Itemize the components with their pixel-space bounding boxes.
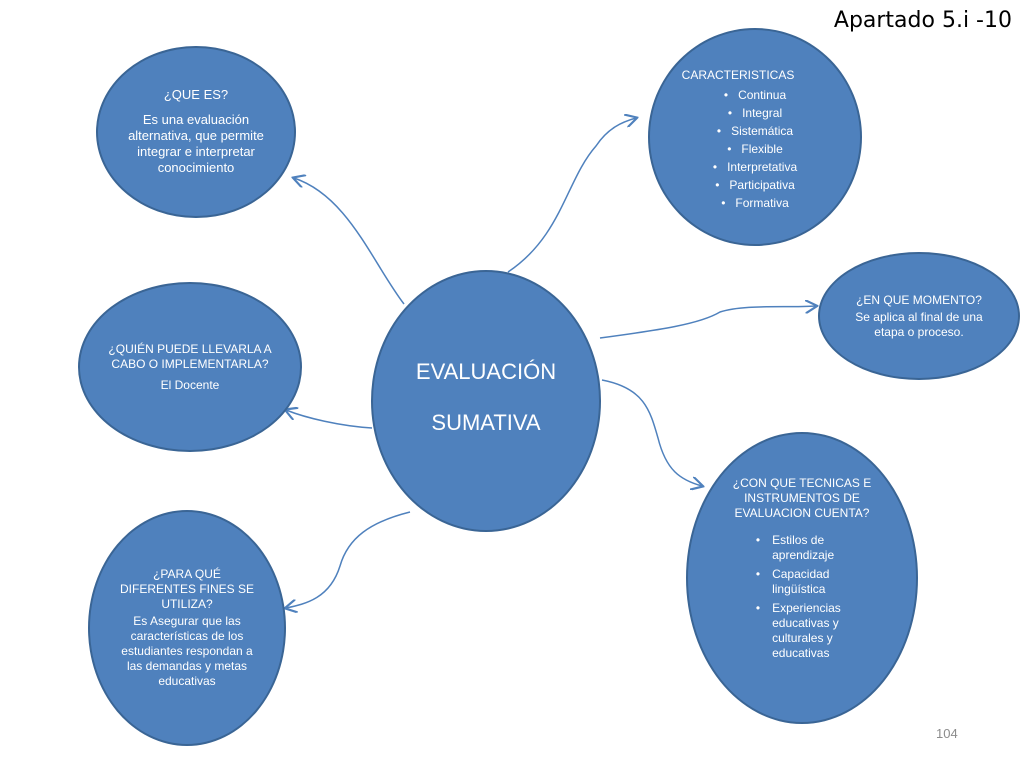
connector-momento <box>599 306 816 339</box>
connector-quien <box>286 410 373 429</box>
tecnica-item-text: Capacidad lingüística <box>772 567 830 596</box>
node-tecnicas: ¿CON QUE TECNICAS E INSTRUMENTOS DE EVAL… <box>686 432 918 724</box>
caracteristica-item: Flexible <box>713 142 797 157</box>
node-que-es-title: ¿QUE ES? <box>163 87 229 103</box>
node-que-es-body: Es una evaluación alternativa, que permi… <box>128 111 264 176</box>
node-caracteristicas-title: CARACTERISTICAS <box>681 68 795 82</box>
node-fines-body: Es Asegurar que las características de l… <box>121 614 253 688</box>
tecnica-item-text: Estilos de aprendizaje <box>772 533 835 562</box>
connector-que-es <box>294 178 405 305</box>
node-momento-title: ¿EN QUE MOMENTO? <box>856 292 982 307</box>
connector-caracteristicas <box>507 118 636 273</box>
caracteristica-item: Sistemática <box>713 124 797 139</box>
connector-fines <box>286 511 411 608</box>
central-title-line2: SUMATIVA <box>431 410 541 435</box>
node-momento-body: Se aplica al final de una etapa o proces… <box>855 309 983 339</box>
page-number: 104 <box>936 726 958 741</box>
caracteristicas-list: Continua Integral Sistemática Flexible I… <box>713 85 797 214</box>
tecnica-item-text: Experiencias educativas y culturales y e… <box>772 601 841 660</box>
connector-tecnicas <box>601 379 702 486</box>
slide-label: Apartado 5.i -10 <box>833 8 1012 33</box>
caracteristica-item: Interpretativa <box>713 160 797 175</box>
node-caracteristicas: CARACTERISTICAS Continua Integral Sistem… <box>648 28 862 246</box>
caracteristica-item: Continua <box>713 88 797 103</box>
node-fines-title: ¿PARA QUÉ DIFERENTES FINES SE UTILIZA? <box>119 567 255 611</box>
caracteristica-item: Integral <box>713 106 797 121</box>
node-que-es: ¿QUE ES? Es una evaluación alternativa, … <box>96 46 296 218</box>
tecnicas-list: Estilos de aprendizaje Capacidad lingüís… <box>756 529 882 665</box>
central-title-line1: EVALUACIÓN <box>415 358 557 384</box>
central-node: EVALUACIÓN SUMATIVA <box>371 270 601 532</box>
tecnica-item: Capacidad lingüística <box>756 567 882 597</box>
node-quien-body: El Docente <box>160 377 220 392</box>
caracteristica-item: Participativa <box>713 178 797 193</box>
tecnica-item: Estilos de aprendizaje <box>756 533 882 563</box>
node-fines: ¿PARA QUÉ DIFERENTES FINES SE UTILIZA? E… <box>88 510 286 746</box>
node-tecnicas-title: ¿CON QUE TECNICAS E INSTRUMENTOS DE EVAL… <box>732 476 872 520</box>
node-quien-title: ¿QUIÉN PUEDE LLEVARLA A CABO O IMPLEMENT… <box>108 341 272 371</box>
tecnica-item: Experiencias educativas y culturales y e… <box>756 601 882 661</box>
node-momento: ¿EN QUE MOMENTO? Se aplica al final de u… <box>818 252 1020 380</box>
node-quien: ¿QUIÉN PUEDE LLEVARLA A CABO O IMPLEMENT… <box>78 282 302 452</box>
caracteristica-item: Formativa <box>713 196 797 211</box>
